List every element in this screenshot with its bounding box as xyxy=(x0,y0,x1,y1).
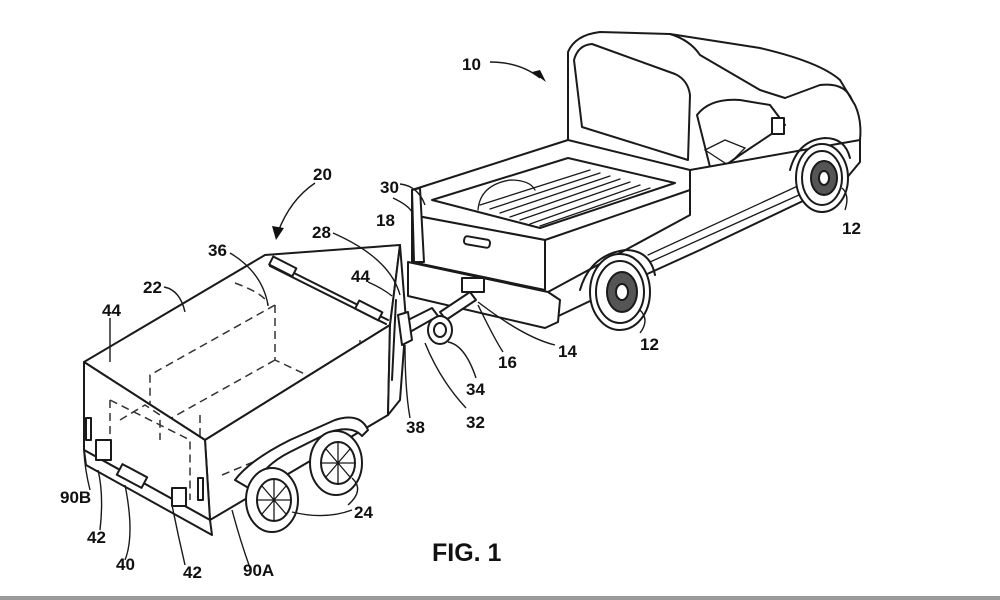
reflector-right xyxy=(171,487,187,507)
label-24: 24 xyxy=(354,503,373,522)
label-38: 38 xyxy=(406,418,425,437)
label-40: 40 xyxy=(116,555,135,574)
trailer-fender xyxy=(234,416,369,491)
truck-rear-wheel xyxy=(579,249,656,331)
label-90B: 90B xyxy=(60,488,91,507)
label-90A: 90A xyxy=(243,561,274,580)
tailgate-handle xyxy=(462,235,492,249)
marker-rear-left xyxy=(85,417,92,441)
label-34: 34 xyxy=(466,380,485,399)
tailgate xyxy=(411,214,546,291)
truck-roofline xyxy=(669,33,786,99)
label-36: 36 xyxy=(208,241,227,260)
label-14: 14 xyxy=(558,342,577,361)
rear-bumper xyxy=(407,261,561,329)
label-18: 18 xyxy=(376,211,395,230)
label-30: 30 xyxy=(380,178,399,197)
truck-side-window xyxy=(696,98,786,176)
label-22: 22 xyxy=(143,278,162,297)
rear-panel xyxy=(115,463,149,489)
label-12-front: 12 xyxy=(842,219,861,238)
label-44-front: 44 xyxy=(351,267,370,286)
leader-lines xyxy=(83,61,848,569)
label-28: 28 xyxy=(312,223,331,242)
label-12-rear: 12 xyxy=(640,335,659,354)
label-16: 16 xyxy=(498,353,517,372)
truck-bed-floor xyxy=(431,157,676,229)
label-10: 10 xyxy=(462,55,481,74)
side-mirror xyxy=(771,117,785,135)
box-trailer xyxy=(83,244,413,536)
pickup-truck xyxy=(403,31,862,345)
label-20: 20 xyxy=(313,165,332,184)
truck-front-wheel xyxy=(789,137,851,213)
tongue-jack xyxy=(397,311,413,346)
bed-ribs xyxy=(479,169,651,227)
trailer-rear-axle-wheel xyxy=(309,430,363,496)
marker-rear-right xyxy=(197,477,204,501)
trailer-front-axle-wheel xyxy=(245,467,299,533)
label-32: 32 xyxy=(466,413,485,432)
tail-light-housing xyxy=(411,187,425,263)
truck-hood xyxy=(784,83,853,101)
label-42-right: 42 xyxy=(183,563,202,582)
interior-hidden-lines xyxy=(149,304,361,470)
truck-rear-window xyxy=(573,43,691,161)
reflector-left xyxy=(95,439,112,461)
page-bottom-divider xyxy=(0,596,1000,600)
reference-numerals: 10 12 12 14 16 18 20 22 24 28 30 32 34 3… xyxy=(60,55,861,582)
coupler-wheel xyxy=(427,315,453,345)
label-44-rear: 44 xyxy=(102,301,121,320)
wheel-well-hump xyxy=(477,179,536,211)
hitch-receiver xyxy=(461,277,485,293)
figure-caption: FIG. 1 xyxy=(432,539,502,567)
label-42-left: 42 xyxy=(87,528,106,547)
